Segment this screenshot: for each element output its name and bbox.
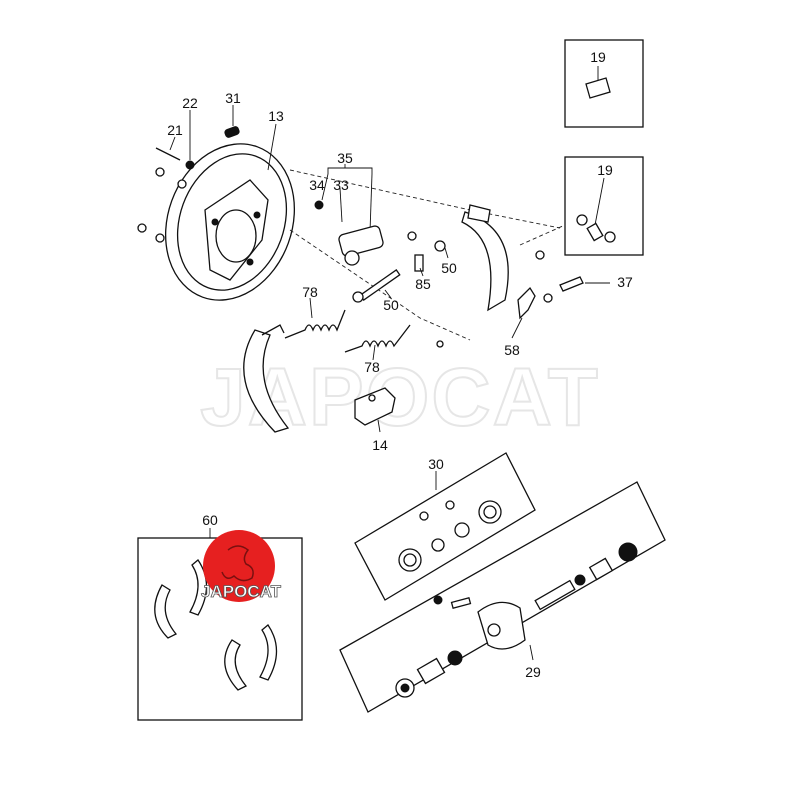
callout-14[interactable]: 14 xyxy=(372,437,388,453)
callout-37[interactable]: 37 xyxy=(617,274,633,290)
part-box-29-cylinder: 29 xyxy=(339,481,666,713)
part-box-30-repair-kit: 30 xyxy=(354,452,536,601)
callout-19-top[interactable]: 19 xyxy=(590,49,606,65)
callout-33[interactable]: 33 xyxy=(333,177,349,193)
callout-19-second[interactable]: 19 xyxy=(597,162,613,178)
callout-78-upper[interactable]: 78 xyxy=(302,284,318,300)
bolts-21-22-31: 22 31 21 xyxy=(137,90,241,243)
part-box-19-spring: 19 xyxy=(564,156,644,256)
callout-60[interactable]: 60 xyxy=(202,512,218,528)
wheel-cylinder-35: 35 34 33 xyxy=(309,150,384,266)
callout-29[interactable]: 29 xyxy=(525,664,541,680)
callout-50-strut[interactable]: 50 xyxy=(383,297,399,313)
callout-35[interactable]: 35 xyxy=(337,150,353,166)
adjuster-37-lever-58: 37 58 xyxy=(504,274,633,358)
logo-cat-icon xyxy=(221,545,254,582)
callout-13[interactable]: 13 xyxy=(268,108,284,124)
brake-shoe-right: 50 85 xyxy=(407,204,545,312)
callout-58[interactable]: 58 xyxy=(504,342,520,358)
springs-78-strut-50: 78 50 78 xyxy=(284,269,444,375)
brake-shoe-left xyxy=(243,324,290,433)
callout-34[interactable]: 34 xyxy=(309,177,325,193)
logo-red-circle xyxy=(203,530,275,602)
callout-85[interactable]: 85 xyxy=(415,276,431,292)
callout-31[interactable]: 31 xyxy=(225,90,241,106)
logo-text: JAPOCAT xyxy=(201,582,282,601)
callout-78-lower[interactable]: 78 xyxy=(364,359,380,375)
part-box-60-shoe-set: 60 xyxy=(137,512,303,721)
callout-22[interactable]: 22 xyxy=(182,95,198,111)
callout-50-right[interactable]: 50 xyxy=(441,260,457,276)
backing-plate-13: 13 xyxy=(164,108,296,301)
parking-lever-14: 14 xyxy=(354,387,396,453)
callout-21[interactable]: 21 xyxy=(167,122,183,138)
part-box-19-clip: 19 xyxy=(564,39,644,128)
callout-30[interactable]: 30 xyxy=(428,456,444,472)
japocat-logo: JAPOCAT xyxy=(201,530,282,602)
